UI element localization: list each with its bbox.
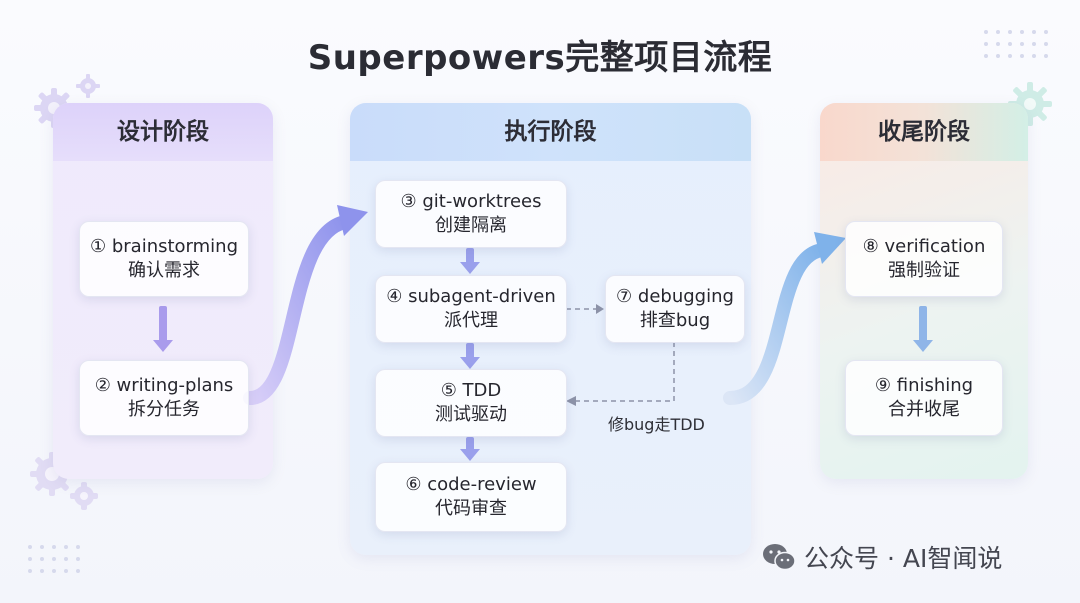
step-desc: 合并收尾 (888, 399, 960, 420)
step-label: ④ subagent-driven (386, 286, 556, 307)
arrow-step4-to-step5 (460, 343, 480, 369)
step-node-verification: ⑧ verification 强制验证 (845, 221, 1003, 297)
stage-title-design: 设计阶段 (53, 103, 273, 161)
step-label: ⑥ code-review (405, 474, 537, 495)
step-label: ③ git-worktrees (400, 191, 542, 212)
arrow-step1-to-step2 (153, 306, 173, 352)
wechat-icon (763, 544, 796, 571)
page-title: Superpowers完整项目流程 (307, 38, 773, 78)
step-desc: 测试驱动 (435, 404, 507, 425)
step-label: ⑧ verification (862, 236, 986, 257)
step-label: ⑨ finishing (874, 375, 974, 396)
decorative-dots-bottom-left (28, 545, 80, 573)
step-desc: 确认需求 (128, 260, 200, 281)
step-label: ① brainstorming (89, 236, 239, 257)
step-node-brainstorming: ① brainstorming 确认需求 (79, 221, 249, 297)
step-label: ⑦ debugging (616, 286, 734, 307)
step-desc: 派代理 (444, 310, 498, 331)
step-node-subagent-driven: ④ subagent-driven 派代理 (375, 275, 567, 343)
step-node-debugging: ⑦ debugging 排查bug (605, 275, 745, 343)
step-desc: 创建隔离 (435, 215, 507, 236)
arrow-step3-to-step4 (460, 248, 480, 274)
step-desc: 代码审查 (435, 498, 507, 519)
arrow-step5-to-step6 (460, 437, 480, 461)
arrowhead (337, 205, 368, 236)
connector-execution-to-finishing (723, 243, 829, 405)
gear-icon (30, 452, 98, 510)
connector-design-to-execution (243, 215, 352, 405)
step-node-writing-plans: ② writing-plans 拆分任务 (79, 360, 249, 436)
step-desc: 强制验证 (888, 260, 960, 281)
step-label: ② writing-plans (94, 375, 234, 396)
decorative-dots-top-right (984, 30, 1048, 58)
arrow-step8-to-step9 (913, 306, 933, 352)
step-node-git-worktrees: ③ git-worktrees 创建隔离 (375, 180, 567, 248)
step-node-finishing: ⑨ finishing 合并收尾 (845, 360, 1003, 436)
loop-back-label: 修bug走TDD (608, 415, 705, 434)
step-node-code-review: ⑥ code-review 代码审查 (375, 462, 567, 532)
watermark-text: 公众号 · AI智闻说 (804, 544, 1003, 573)
step-desc: 拆分任务 (128, 399, 200, 420)
step-node-tdd: ⑤ TDD 测试驱动 (375, 369, 567, 437)
step-label: ⑤ TDD (440, 380, 502, 401)
watermark: 公众号 · AI智闻说 (762, 539, 1002, 575)
arrowhead (814, 232, 846, 264)
stage-title-finishing: 收尾阶段 (820, 103, 1028, 161)
stage-title-execution: 执行阶段 (350, 103, 751, 161)
step-desc: 排查bug (639, 310, 711, 331)
dashed-connector-debugging-to-tdd (576, 342, 675, 402)
arrowhead (596, 304, 604, 314)
arrowhead (566, 396, 576, 406)
